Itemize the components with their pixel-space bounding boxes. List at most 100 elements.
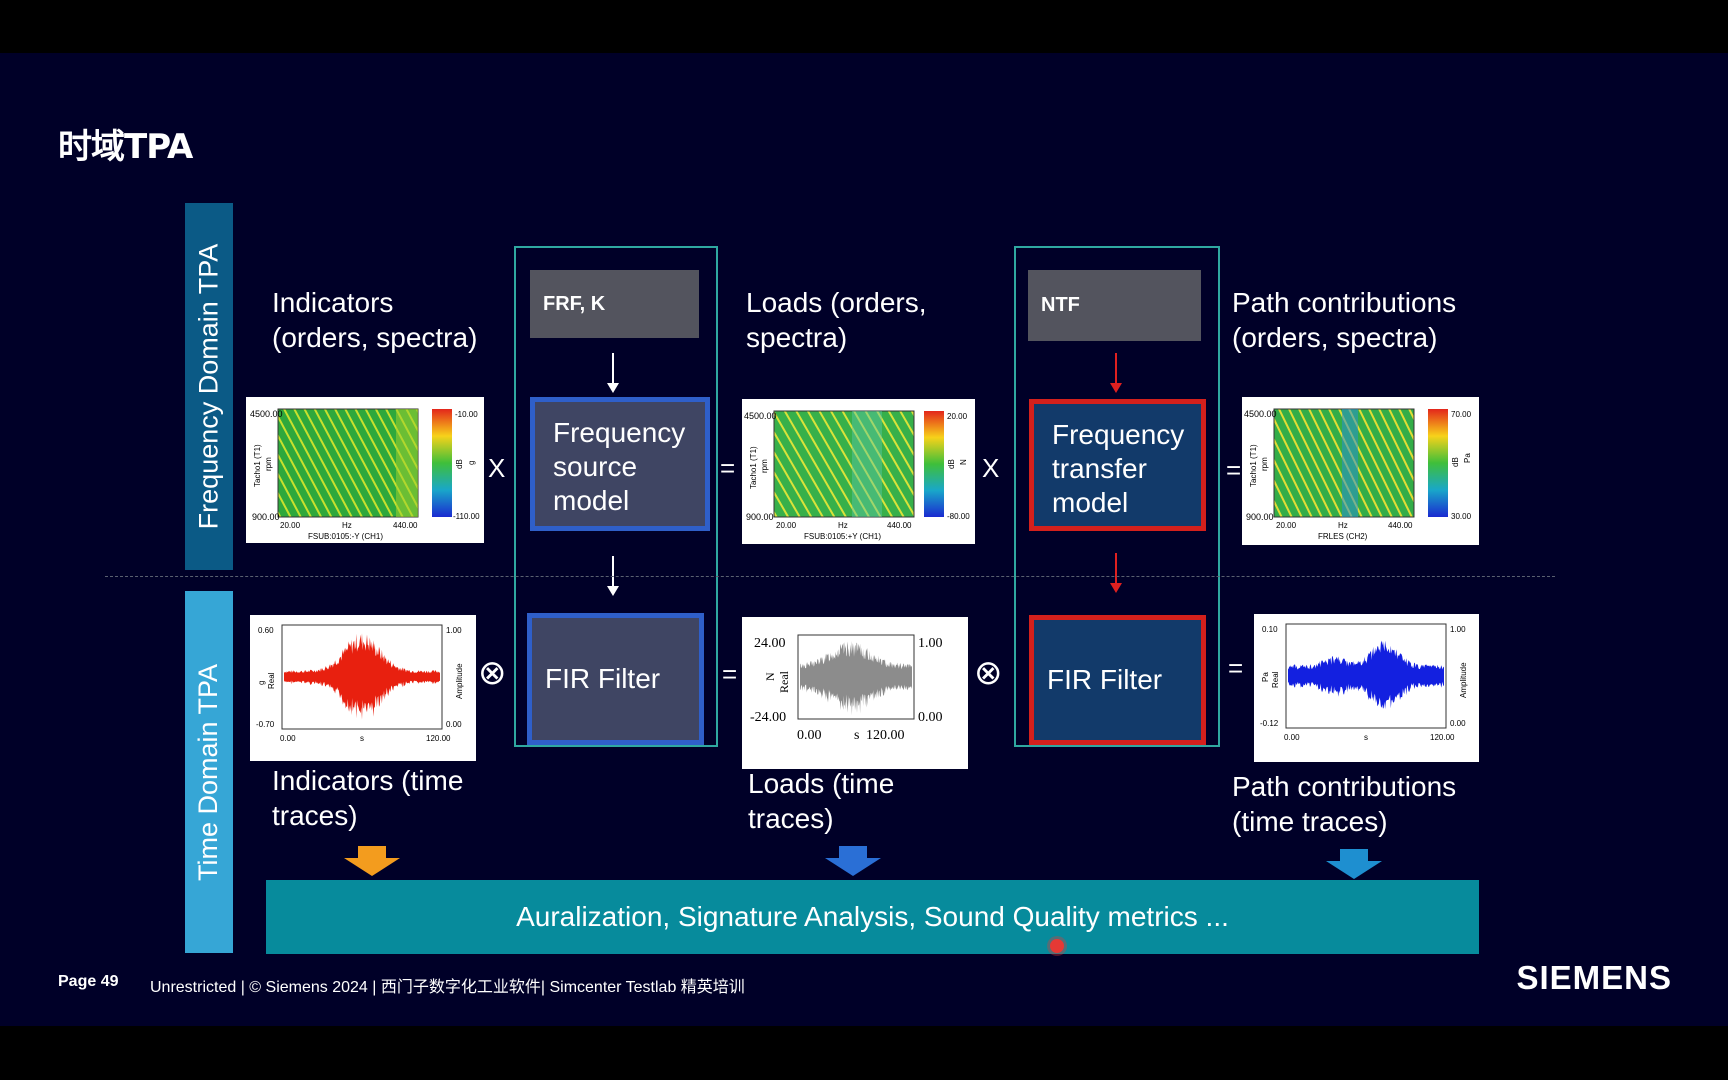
trace1-xmid: s <box>360 734 364 743</box>
page-number: Page 49 <box>58 973 119 990</box>
indicator-waveform <box>284 633 440 720</box>
map2-ctop: 20.00 <box>947 412 968 421</box>
applications-bar-text: Auralization, Signature Analysis, Sound … <box>516 901 1229 932</box>
slide: 时域TPA Frequency Domain TPA Time Domain T… <box>0 53 1728 1026</box>
cyan-down-arrow <box>1326 849 1382 879</box>
trace2-rbot: 0.00 <box>918 710 943 725</box>
ntf-down-arrow-1 <box>1110 353 1122 393</box>
map1-cunit2: g <box>467 461 476 465</box>
fir-filter-transfer: FIR Filter <box>1029 615 1206 745</box>
frf-header: FRF, K <box>530 270 699 338</box>
map1-xlab: FSUB:0105:-Y (CH1) <box>308 532 383 541</box>
trace3-ytop: 0.10 <box>1262 625 1278 634</box>
map3-cunit: dB <box>1451 457 1460 467</box>
convolve-operator-2: ⊗ <box>974 654 1003 692</box>
equals-operator-1: = <box>720 453 736 483</box>
map3-cunit2: Pa <box>1463 453 1472 463</box>
ntf-frame <box>1014 246 1220 747</box>
map3-ytop: 4500.00 <box>1244 409 1277 419</box>
map2-xright: 440.00 <box>887 521 912 530</box>
footer-text: Unrestricted | © Siemens 2024 | 西门子数字化工业… <box>150 979 745 996</box>
map2-cunit: dB <box>947 459 956 469</box>
map1-xright: 440.00 <box>393 521 418 530</box>
map1-ybot: 900.00 <box>252 512 280 522</box>
trace3-ylab: Real <box>1271 671 1280 688</box>
equals-operator-3: = <box>722 659 738 689</box>
trace2-ylab: Real <box>777 670 791 693</box>
frequency-domain-bar: Frequency Domain TPA <box>185 203 233 570</box>
trace1-ytop: 0.60 <box>258 626 274 635</box>
map2-ytop: 4500.00 <box>744 411 777 421</box>
indicators-time-label: Indicators (time traces) <box>272 765 464 831</box>
frf-down-arrow-2 <box>607 556 619 596</box>
frequency-source-model: Frequency source model <box>530 397 710 531</box>
pointer-cursor-icon <box>1050 939 1064 953</box>
equals-operator-2: = <box>1226 455 1242 485</box>
trace2-ytop: 24.00 <box>754 636 786 651</box>
map3-cbot: 30.00 <box>1451 512 1472 521</box>
loads-freq-label: Loads (orders, spectra) <box>746 287 927 353</box>
map1-cbot: -110.00 <box>453 512 480 521</box>
trace3-yunit: Pa <box>1261 672 1270 682</box>
map3-xmid: Hz <box>1338 521 1348 530</box>
map2-xleft: 20.00 <box>776 521 797 530</box>
map2-ylab: Tacho1 (T1) <box>749 446 758 489</box>
frf-frame <box>514 246 718 747</box>
map2-cbot: -80.00 <box>947 512 970 521</box>
applications-bar: Auralization, Signature Analysis, Sound … <box>266 880 1479 954</box>
indicator-time-trace: 0.60 -0.70 1.00 0.00 0.00 s 120.00 g Rea… <box>250 615 476 761</box>
map1-xmid: Hz <box>342 521 352 530</box>
path-contribution-time-trace: 0.10 -0.12 1.00 0.00 0.00 s 120.00 Pa Re… <box>1254 614 1479 762</box>
map1-ytop: 4500.00 <box>250 409 283 419</box>
fir-filter-source: FIR Filter <box>527 613 704 745</box>
load-waveform <box>800 641 912 716</box>
trace1-ylab: Real <box>267 672 276 689</box>
indicators-freq-label: Indicators (orders, spectra) <box>272 287 478 353</box>
times-operator-1: X <box>488 453 506 483</box>
equals-operator-4: = <box>1228 653 1244 683</box>
time-domain-bar: Time Domain TPA <box>185 591 233 953</box>
map3-yunit: rpm <box>1260 457 1269 471</box>
map2-xlab: FSUB:0105:+Y (CH1) <box>804 532 881 541</box>
paths-time-label: Path contributions (time traces) <box>1232 771 1457 837</box>
load-time-trace: 24.00 -24.00 1.00 0.00 0.00 s 120.00 N R… <box>742 617 968 769</box>
trace1-ybot: -0.70 <box>256 720 275 729</box>
trace1-rtop: 1.00 <box>446 626 462 635</box>
map1-ylab: Tacho1 (T1) <box>253 444 262 487</box>
slide-title: 时域TPA <box>58 127 193 167</box>
map1-yunit: rpm <box>264 457 273 471</box>
trace1-yunit: g <box>257 681 266 685</box>
trace3-xleft: 0.00 <box>1284 733 1300 742</box>
path-contribution-waveform <box>1288 640 1444 709</box>
map3-ybot: 900.00 <box>1246 512 1274 522</box>
trace2-xleft: 0.00 <box>797 728 822 743</box>
map1-cunit: dB <box>455 459 464 469</box>
map1-ctop: -10.00 <box>455 410 478 419</box>
trace2-rtop: 1.00 <box>918 636 943 651</box>
ntf-header: NTF <box>1028 270 1201 341</box>
map2-yunit: rpm <box>760 459 769 473</box>
trace3-rtop: 1.00 <box>1450 625 1466 634</box>
paths-freq-label: Path contributions (orders, spectra) <box>1232 287 1457 353</box>
load-spectrum-map: 4500.00 900.00 20.00 Hz 440.00 FSUB:0105… <box>742 399 975 544</box>
convolve-operator-1: ⊗ <box>478 654 507 692</box>
indicator-spectrum-map: 4500.00 900.00 20.00 Hz 440.00 FSUB:0105… <box>246 397 484 543</box>
trace1-xleft: 0.00 <box>280 734 296 743</box>
map3-xleft: 20.00 <box>1276 521 1297 530</box>
trace3-rlab: Amplitude <box>1459 662 1468 698</box>
trace2-xright: 120.00 <box>866 728 905 743</box>
map3-xright: 440.00 <box>1388 521 1413 530</box>
map2-cunit2: N <box>959 459 968 465</box>
trace1-rbot: 0.00 <box>446 720 462 729</box>
frequency-transfer-model: Frequency transfer model <box>1029 399 1206 531</box>
trace2-xmid: s <box>854 728 859 743</box>
map2-ybot: 900.00 <box>746 512 774 522</box>
time-domain-label: Time Domain TPA <box>193 663 224 881</box>
blue-down-arrow <box>825 846 881 876</box>
trace3-xright: 120.00 <box>1430 733 1455 742</box>
trace2-yunit: N <box>763 672 777 681</box>
trace3-xmid: s <box>1364 733 1368 742</box>
trace1-xright: 120.00 <box>426 734 451 743</box>
trace2-ybot: -24.00 <box>750 710 786 725</box>
loads-time-label: Loads (time traces) <box>748 768 895 834</box>
